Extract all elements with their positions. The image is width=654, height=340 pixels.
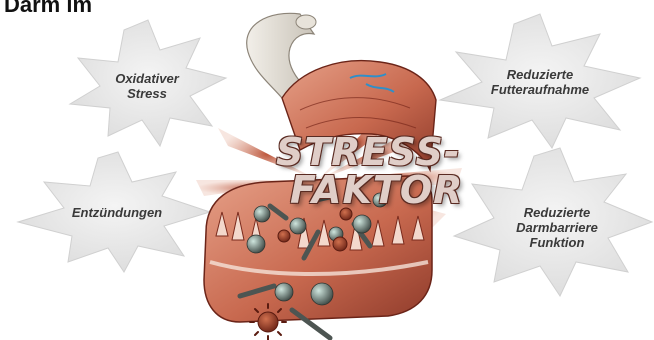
label-inflammation: Entzündungen bbox=[62, 205, 172, 220]
label-reduced-feed-intake: Reduzierte Futteraufnahme bbox=[480, 67, 600, 97]
tube-opening bbox=[296, 15, 316, 29]
label-reduced-barrier: Reduzierte Darmbarriere Funktion bbox=[502, 205, 612, 250]
stress-factor-line2: FAKTOR bbox=[290, 168, 463, 212]
label-oxidative-stress: Oxidativer Stress bbox=[102, 71, 192, 101]
